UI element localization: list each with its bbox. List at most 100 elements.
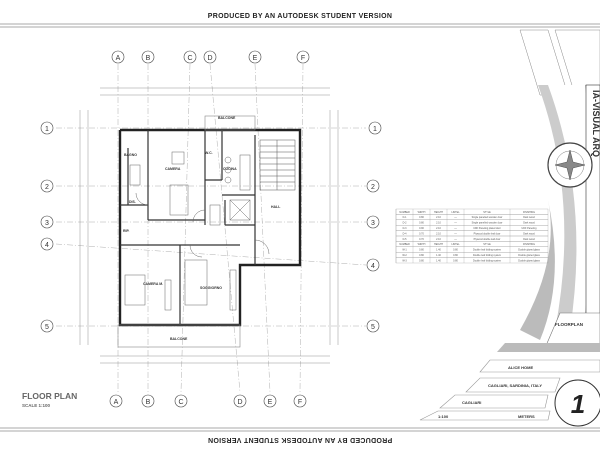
schedule-cell: ---- — [454, 222, 457, 225]
schedule-cell: 2.10 — [436, 232, 441, 235]
schedule-cell: Dark wood — [523, 232, 535, 235]
project-location: CAGLIARI, SARDINIA, ITALY — [488, 383, 542, 388]
schedule-cell: ---- — [454, 232, 457, 235]
svg-text:3: 3 — [45, 220, 49, 227]
room-label-camera-m: CAMERA M. — [143, 282, 163, 286]
schedule-cell: Single panelled wooden door — [472, 216, 503, 219]
schedule-cell: ---- — [454, 216, 457, 219]
schedule-cell: 1.40 — [436, 254, 441, 257]
plan-title: FLOOR PLAN — [22, 391, 77, 401]
room-label-hall: HALL — [271, 205, 281, 209]
dimension-lines — [79, 87, 339, 364]
grid-bubble-bottom-b: B — [141, 394, 155, 408]
schedule-cell: Dark wood — [523, 216, 535, 219]
staircase — [259, 139, 296, 191]
schedule-cell: LINTEL — [451, 211, 460, 214]
schedule-cell: UDF Paneling — [522, 227, 538, 230]
schedule-cell: W-1 — [402, 249, 407, 252]
schedule-cell: 1.40 — [436, 259, 441, 262]
room-label-soggiorno: SOGGIORNO — [200, 286, 222, 290]
title-block — [419, 29, 600, 427]
schedule-cell: D-2 — [403, 222, 408, 225]
schedule-cell: LINTEL — [451, 243, 460, 246]
grid-bubble-right-1: 1 — [368, 121, 382, 135]
grid-bubble-left-2: 2 — [40, 179, 54, 193]
grid-bubble-right-5: 5 — [366, 319, 380, 333]
svg-text:2: 2 — [45, 184, 49, 191]
grid-bubble-top-f: F — [296, 50, 310, 64]
svg-text:A: A — [114, 399, 119, 406]
schedule-door-row: D-5 0.70 2.10 ---- Plywood double leaf door D… — [395, 235, 549, 242]
grid-bubble-bottom-e: E — [263, 394, 277, 408]
schedule-cell: FINISHING — [523, 243, 535, 246]
grid-bubble-left-3: 3 — [40, 215, 54, 229]
schedule-cell: ---- — [454, 227, 457, 230]
schedule-cell: 0.80 — [453, 249, 458, 252]
room-label-cucina: CUCINA — [223, 167, 237, 171]
grid-bubble-right-3: 3 — [366, 215, 380, 229]
interior-walls — [120, 130, 256, 325]
grid-lines — [55, 63, 367, 393]
drawing-units: METERS — [518, 414, 535, 419]
schedule-cell: D-4 — [403, 232, 408, 235]
svg-text:C: C — [178, 399, 183, 406]
room-label-dis: DIS. — [129, 200, 136, 204]
schedule-door-row: D-4 0.70 2.10 ---- Plywood double leaf door D… — [395, 230, 549, 237]
schedule-cell: W-2 — [402, 254, 407, 257]
project-name: ALICE HOME — [508, 365, 533, 370]
schedule-cell: D-5 — [403, 238, 408, 241]
schedule-cell: Single panelled wooden door — [472, 222, 503, 225]
grid-bubble-bottom-d: D — [233, 394, 247, 408]
drawing-name: FLOORPLAN — [555, 322, 583, 327]
schedule-cell: FINISHING — [523, 211, 535, 214]
grid-bubble-top-e: E — [248, 50, 262, 64]
grid-bubble-top-b: B — [141, 50, 155, 64]
furniture — [124, 151, 251, 311]
schedule-cell: Double glazed glass — [518, 254, 540, 257]
schedule-cell: WIDTH — [418, 243, 426, 246]
schedule-cell: HEIGHT — [434, 243, 444, 246]
room-label-bagno: BAGNO — [124, 153, 137, 157]
grid-bubble-bottom-f: F — [293, 394, 307, 408]
building-walls — [118, 128, 302, 327]
svg-text:5: 5 — [371, 324, 375, 331]
svg-text:B: B — [146, 399, 151, 406]
project-city: CAGLIARI — [462, 400, 481, 405]
grid-bubble-right-4: 4 — [366, 258, 380, 272]
plan-scale: SCALE 1:100 — [22, 403, 51, 408]
svg-text:5: 5 — [45, 324, 49, 331]
room-label-camera: CAMERA — [165, 167, 181, 171]
grid-bubble-left-4: 4 — [40, 237, 54, 251]
schedule-cell: Double leaf folding system — [473, 259, 501, 262]
schedule-cell: Dark wood — [523, 222, 535, 225]
schedule-cell: Plywood double leaf door — [474, 232, 501, 235]
schedule-cell: D-1 — [403, 216, 408, 219]
svg-text:A: A — [116, 55, 121, 62]
schedule-cell: 0.70 — [419, 232, 424, 235]
schedule-cell: UDF Paneling plated door — [473, 227, 501, 230]
schedule-cell: 0.80 — [419, 249, 424, 252]
schedule-cell: 0.80 — [419, 259, 424, 262]
grid-bubble-left-5: 5 — [40, 319, 54, 333]
sheet-frame — [0, 23, 600, 432]
sheet-number: 1 — [571, 389, 585, 419]
room-label-wc: W.C. — [205, 151, 213, 155]
schedule-cell: Double glazed glass — [518, 249, 540, 252]
schedule-cell: ---- — [454, 238, 457, 241]
svg-text:3: 3 — [371, 220, 375, 227]
grid-bubble-bottom-a: A — [109, 394, 123, 408]
schedule-cell: Double leaf folding system — [473, 254, 501, 257]
student-version-banner-top: PRODUCED BY AN AUTODESK STUDENT VERSION — [207, 13, 393, 20]
schedule-cell: 2.10 — [436, 227, 441, 230]
schedule-cell: 2.10 — [436, 222, 441, 225]
svg-text:E: E — [268, 399, 273, 406]
schedule-cell: 0.80 — [419, 254, 424, 257]
grid-bubble-left-1: 1 — [40, 121, 54, 135]
